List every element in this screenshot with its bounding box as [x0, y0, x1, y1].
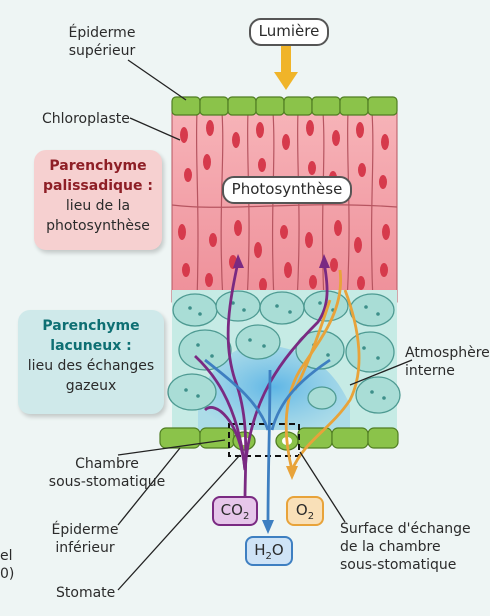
photosynthese-label: Photosynthèse [222, 176, 352, 204]
surface-line2: de la chambre [340, 539, 441, 555]
pal-sub-1: lieu de la [34, 196, 162, 216]
lac-sub-2: gazeux [18, 376, 164, 396]
lumiere-label: Lumière [249, 18, 329, 46]
parenchyme-palissadique-box: Parenchyme palissadique : lieu de la pho… [34, 150, 162, 250]
edge-text-2: 0) [0, 566, 14, 582]
pal-title-2: palissadique : [34, 176, 162, 196]
stomate-label: Stomate [56, 584, 115, 602]
surface-echange-label: Surface d'échange de la chambre sous-sto… [340, 520, 480, 574]
lac-title-2: lacuneux : [18, 336, 164, 356]
surface-line3: sous-stomatique [340, 557, 456, 573]
atmosphere-line1: Atmosphère [405, 345, 490, 361]
co2-sub: 2 [243, 511, 249, 522]
epiderme-inferieur-label: Épiderme inférieur [40, 521, 130, 557]
epiderme-sup-line1: Épiderme [69, 25, 136, 41]
light-arrow [274, 46, 298, 90]
lac-sub-1: lieu des échanges [18, 356, 164, 376]
o2-badge: O2 [286, 496, 324, 526]
pal-title-1: Parenchyme [34, 156, 162, 176]
epiderme-superieur-label: Épiderme supérieur [57, 24, 147, 60]
atmosphere-line2: interne [405, 363, 455, 379]
chambre-line1: Chambre [75, 456, 139, 472]
h2o-badge: H2O [245, 536, 293, 566]
edge-text-1: el [0, 548, 13, 564]
lac-title-1: Parenchyme [18, 316, 164, 336]
o2-main: O [296, 501, 308, 519]
atmosphere-interne-label: Atmosphère interne [405, 344, 487, 380]
chambre-line2: sous-stomatique [49, 474, 165, 490]
co2-main: CO [221, 501, 243, 519]
chloroplaste-label: Chloroplaste [42, 110, 130, 128]
palisade-layer [172, 112, 397, 302]
epiderme-inf-line2: inférieur [55, 540, 114, 556]
h2o-main: H [254, 541, 265, 559]
o2-sub: 2 [308, 511, 314, 522]
h2o-tail: O [272, 541, 284, 559]
pal-sub-2: photosynthèse [34, 216, 162, 236]
surface-line1: Surface d'échange [340, 521, 471, 537]
epiderme-sup-line2: supérieur [69, 43, 136, 59]
upper-epidermis [172, 97, 397, 115]
epiderme-inf-line1: Épiderme [52, 522, 119, 538]
chambre-sous-stomatique-label: Chambre sous-stomatique [42, 455, 172, 491]
parenchyme-lacuneux-box: Parenchyme lacuneux : lieu des échanges … [18, 310, 164, 414]
co2-badge: CO2 [212, 496, 258, 526]
